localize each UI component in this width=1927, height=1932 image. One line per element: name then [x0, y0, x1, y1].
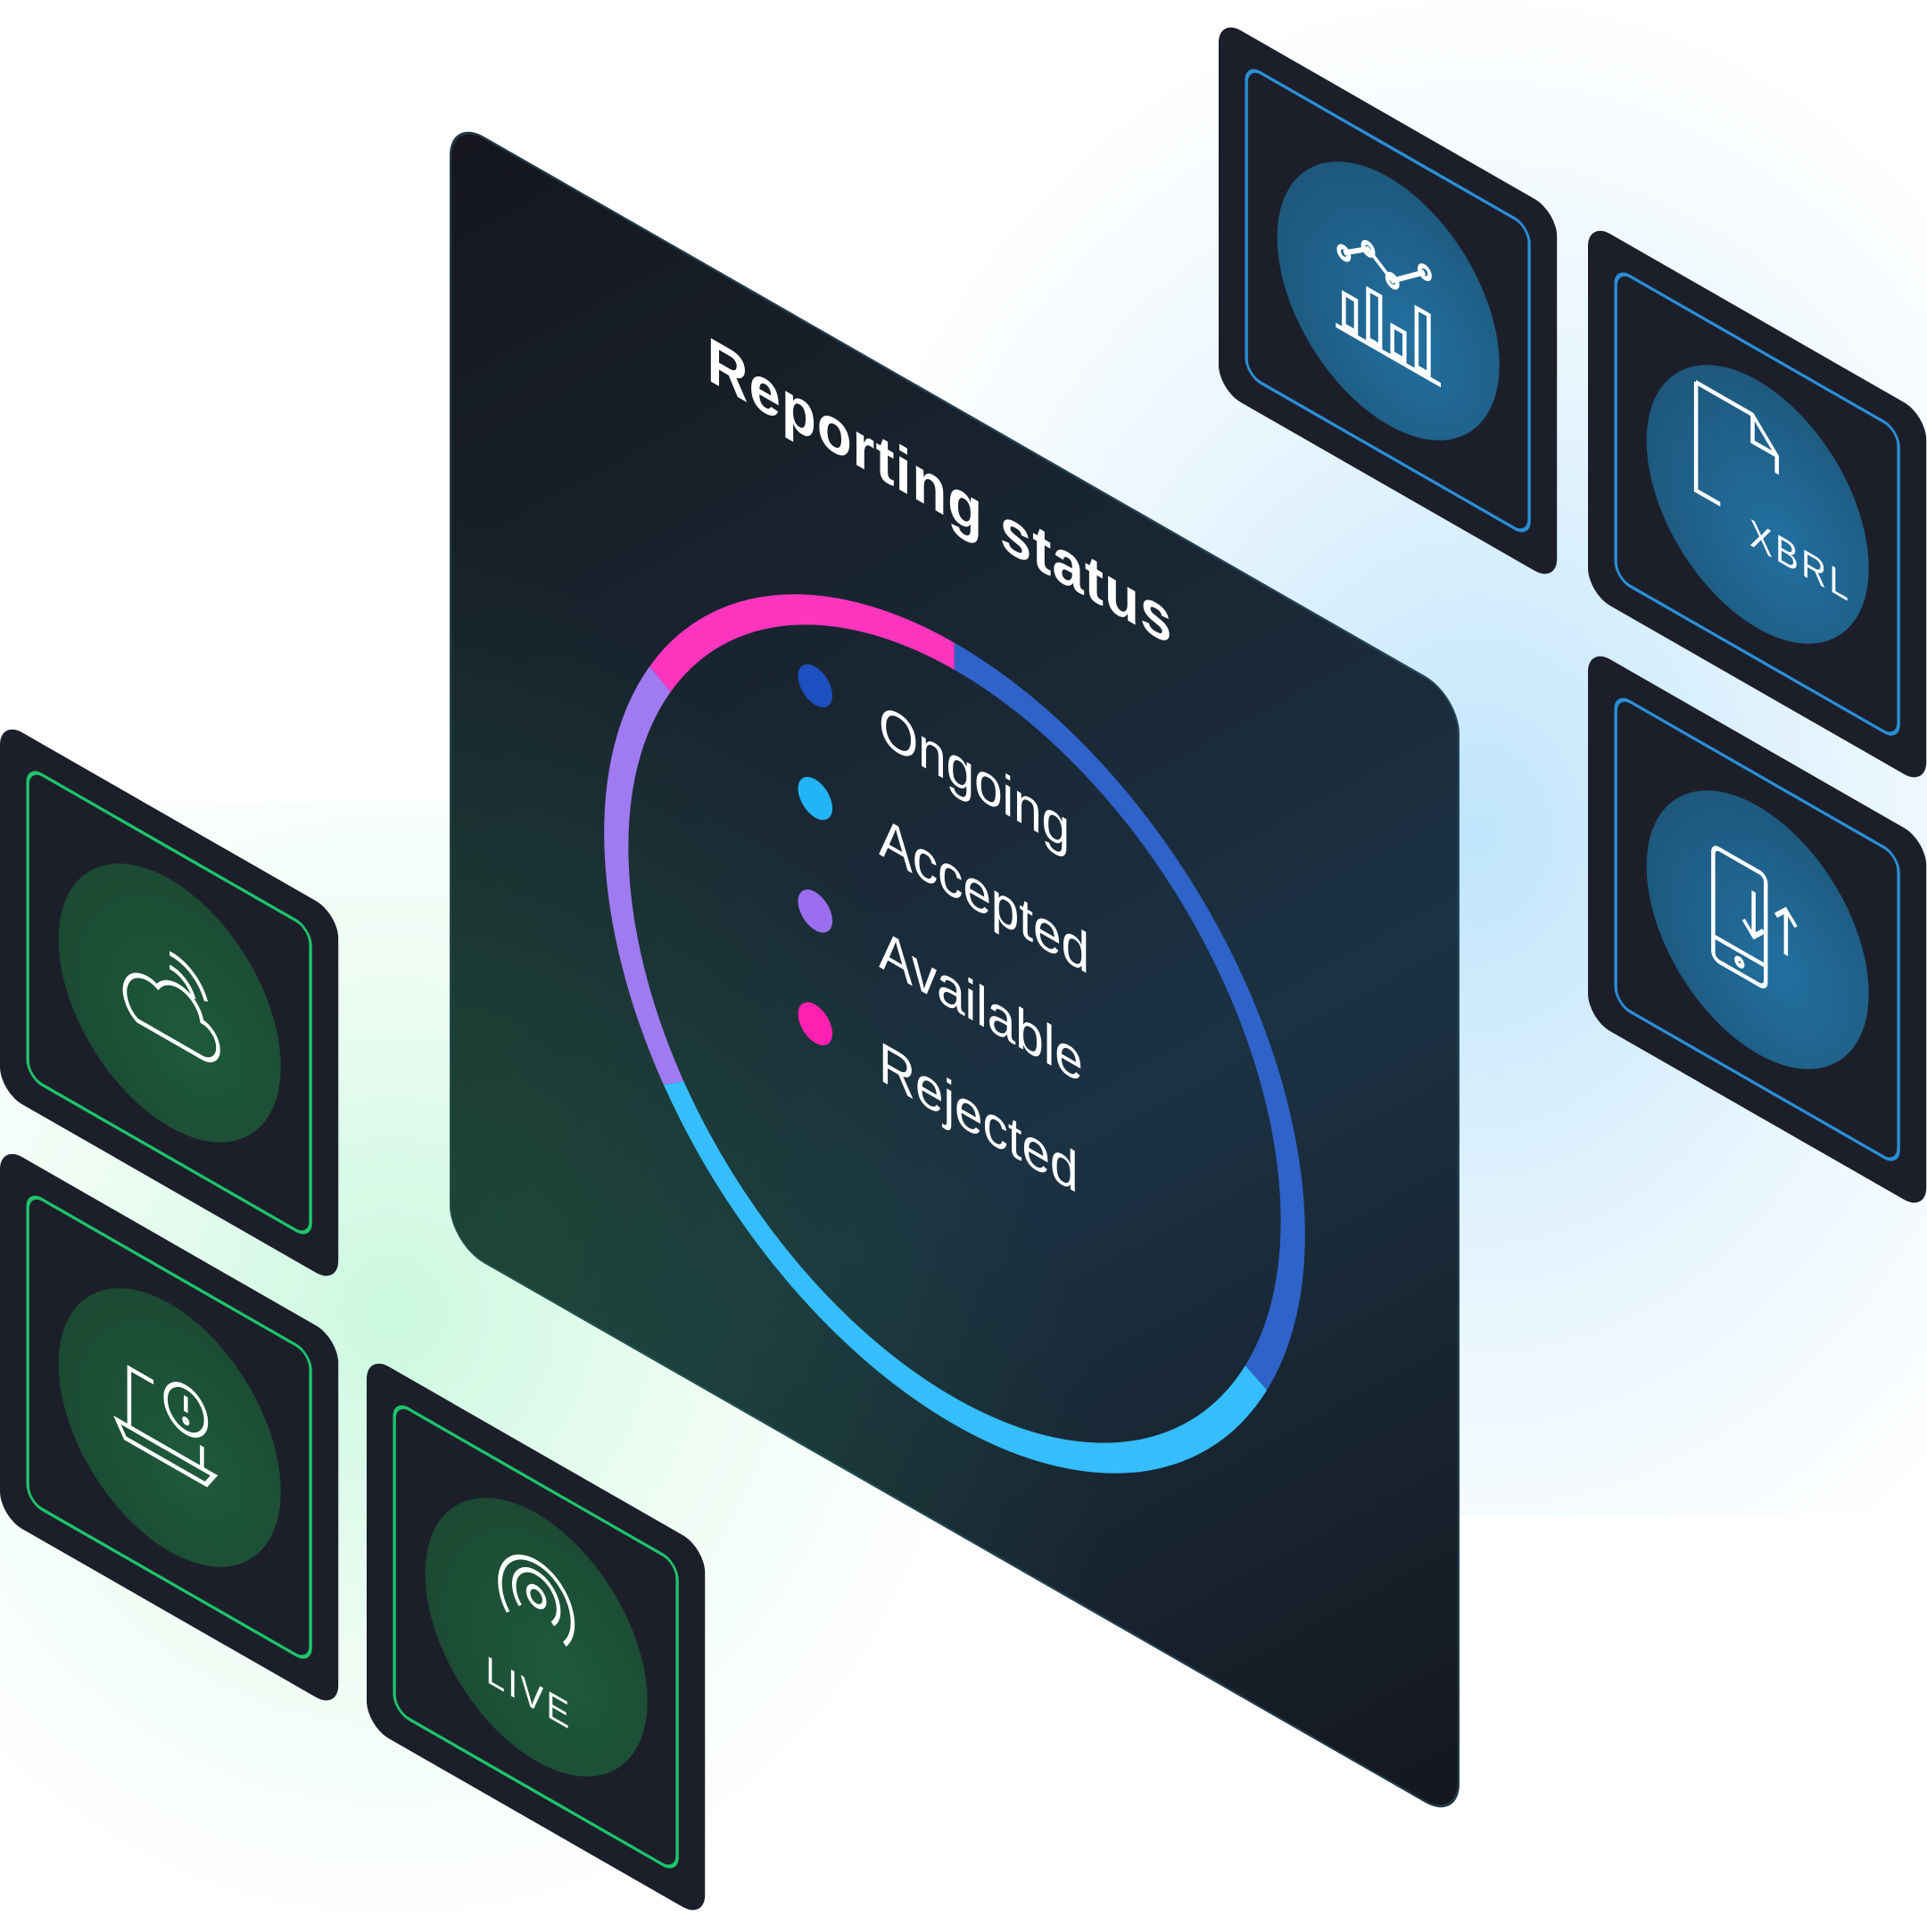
tile-live[interactable]: LIVE [367, 1354, 706, 1920]
legend-dot [798, 881, 833, 940]
status-donut-chart [604, 594, 1305, 1474]
donut-segment-rejected [649, 594, 955, 692]
legend-dot [798, 656, 833, 715]
tile-cloud[interactable] [0, 720, 339, 1286]
tile-analytics[interactable] [1219, 18, 1558, 584]
analytics-chart-icon [1336, 240, 1442, 388]
tile-laptop-alert[interactable] [0, 1144, 339, 1711]
donut-segment-available [604, 666, 684, 1086]
legend-dot [798, 995, 833, 1053]
legend-dot [798, 769, 833, 828]
donut-segment-ongoing [954, 642, 1305, 1391]
reporting-status-panel: Reporting status Ongoing Accepted Availa… [450, 117, 1460, 1822]
mobile-transfer-icon [1711, 846, 1798, 989]
tile-mobile-transfer[interactable] [1588, 647, 1927, 1213]
tile-xbrl[interactable]: XBRL [1588, 221, 1927, 788]
donut-segment-accepted [663, 1081, 1268, 1474]
cloud-signal-icon [122, 951, 220, 1062]
laptop-alert-icon [113, 1365, 219, 1488]
live-broadcast-icon [498, 1554, 575, 1647]
xbrl-document-icon [1693, 380, 1779, 507]
